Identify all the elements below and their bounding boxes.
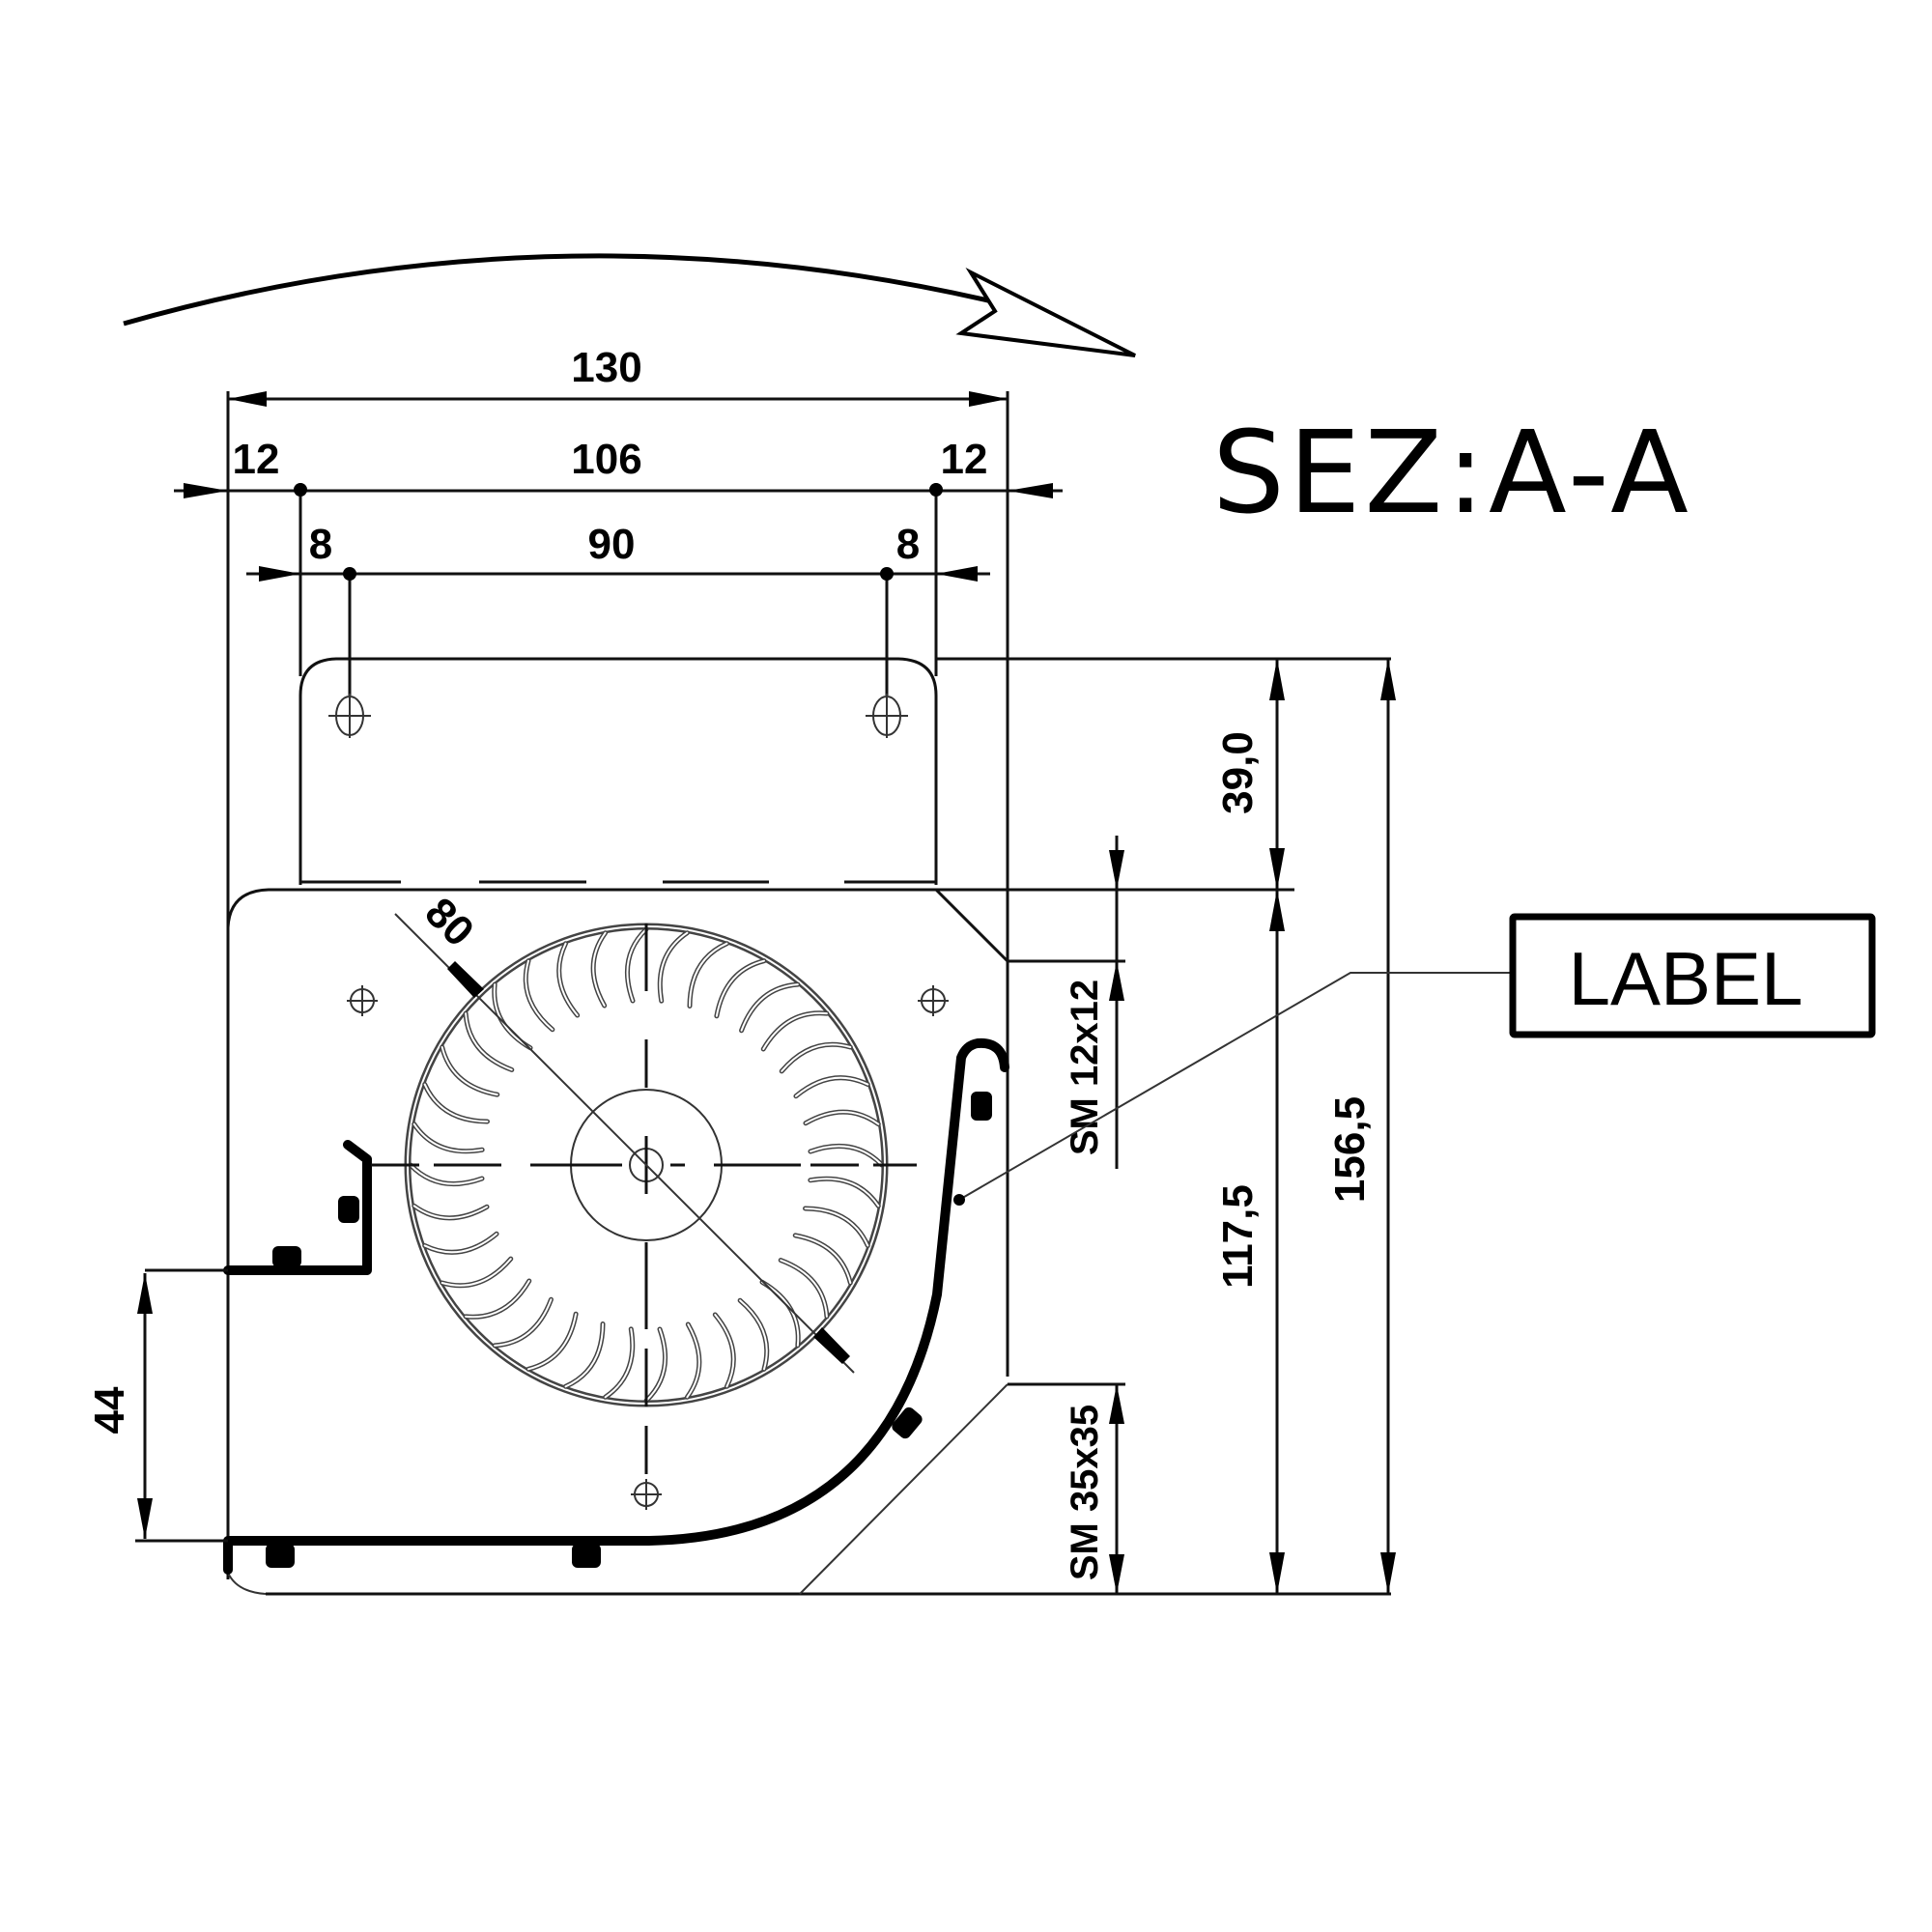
dim-130-label: 130 [571, 344, 641, 391]
chamfer-top-label: SM 12x12 [1064, 980, 1106, 1155]
section-title: SEZ:A-A [1212, 406, 1692, 539]
dimension-overall-width: 130 [228, 344, 1008, 407]
mount-hole-left-icon [328, 694, 371, 738]
mount-hole-right-icon [866, 694, 908, 738]
dimension-chamfer-top: SM 12x12 [1064, 836, 1124, 1169]
dim-12-right-label: 12 [941, 436, 988, 483]
mounting-flange [298, 657, 1391, 885]
dimension-body-height: 117,5 [1214, 890, 1285, 1594]
dimension-overall-height: 156,5 [1326, 659, 1396, 1594]
impeller-blades [411, 926, 882, 1401]
dimension-impeller-diameter [394, 913, 855, 1374]
label-box [1509, 913, 1876, 1038]
dim-39-label: 39,0 [1214, 731, 1262, 814]
rotation-arrow-icon [123, 253, 1136, 357]
impeller-wheel [371, 913, 917, 1474]
dimension-flange-height: 39,0 [1214, 659, 1285, 890]
dim-12-left-label: 12 [233, 436, 280, 483]
dim-90-label: 90 [588, 521, 636, 568]
dimension-mount-width: 12 106 12 [174, 436, 1063, 498]
dim-8-right-label: 8 [896, 521, 920, 568]
dimension-chamfer-bottom: SM 35x35 [1064, 1384, 1124, 1594]
center-lines [371, 923, 917, 1474]
dim-117-label: 117,5 [1214, 1184, 1262, 1289]
dimension-outlet-offset: 44 [86, 1273, 153, 1539]
blower-housing [226, 888, 1391, 1596]
dim-8-left-label: 8 [309, 521, 332, 568]
volute-scroll [135, 1037, 1009, 1575]
dim-156-label: 156,5 [1326, 1096, 1374, 1203]
label-box-text: LABEL [1569, 936, 1804, 1021]
dim-44-label: 44 [86, 1386, 133, 1434]
screw-hole-icon [631, 1479, 662, 1510]
label-callout: LABEL [953, 913, 1876, 1206]
screw-hole-icon [918, 985, 949, 1016]
dim-106-label: 106 [571, 436, 641, 483]
dimension-hole-spacing: 8 90 8 [246, 521, 990, 582]
chamfer-bottom-label: SM 35x35 [1064, 1405, 1106, 1580]
screw-hole-icon [347, 985, 378, 1016]
